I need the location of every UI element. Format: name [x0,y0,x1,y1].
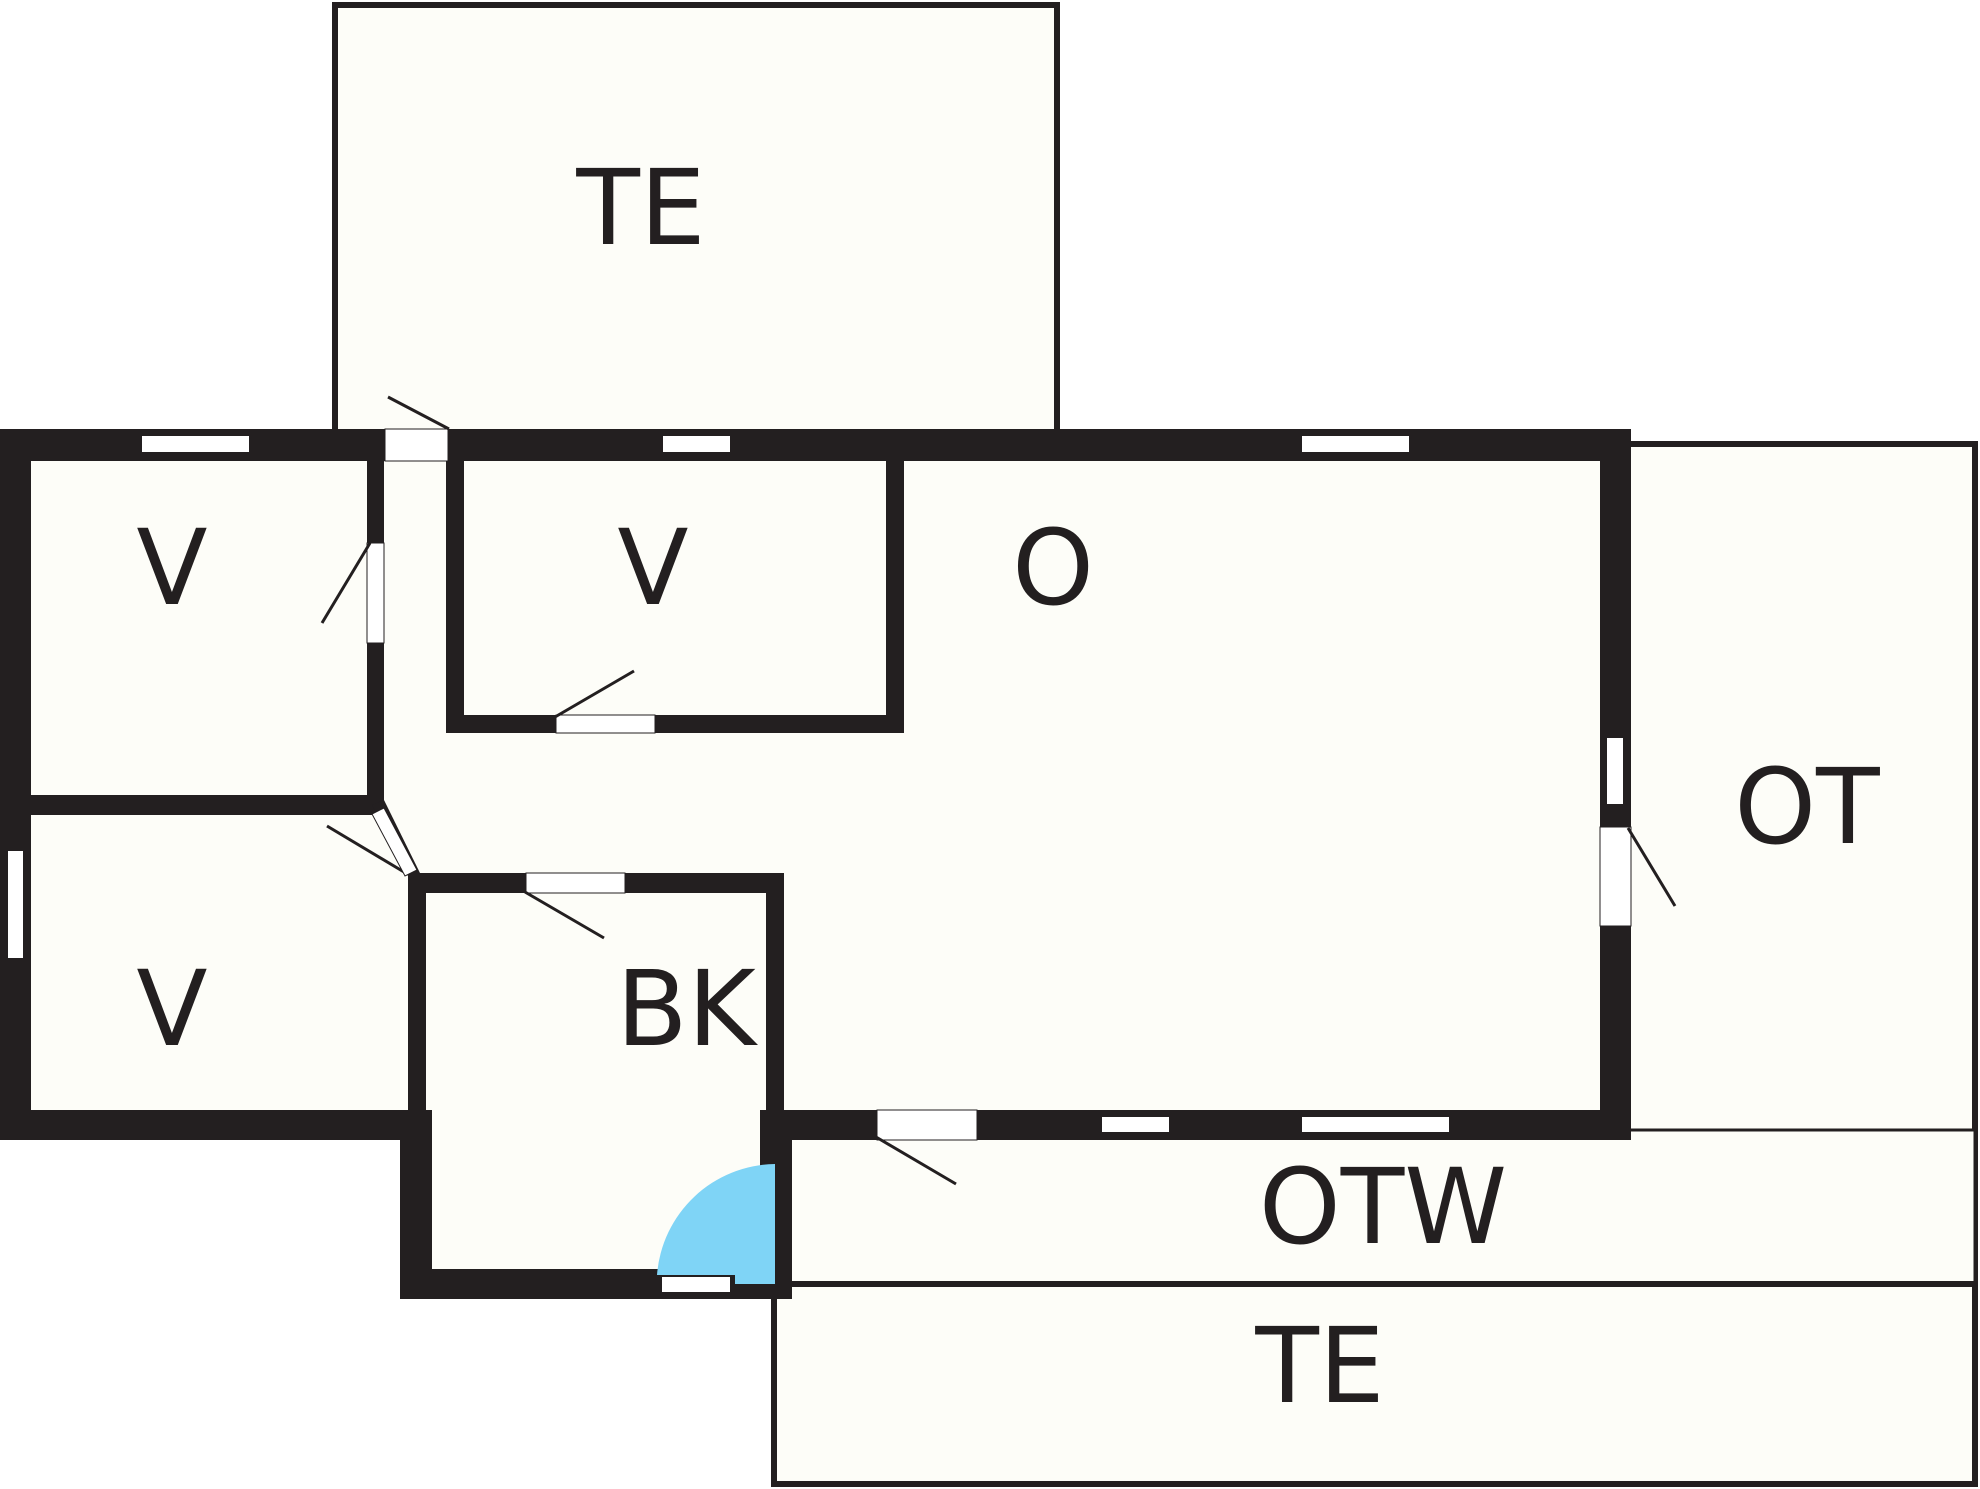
wall-top-main [448,429,1631,461]
label-bedroom-1: V [136,507,207,629]
door-gap-bedroom1 [366,542,385,644]
door-gap-bedroom2 [555,714,656,734]
door-swing-bedroom1 [320,542,372,624]
label-bathroom: BK [616,948,758,1070]
door-gap-bedroom3 [371,807,418,877]
wall-left [0,429,31,1140]
room-labels: TE V V O V BK OT OTW TE [136,147,1880,1427]
door-swings [320,395,1677,1186]
door-gap-terrace-top [384,428,449,462]
door-bedroom3-angled [371,807,418,877]
door-swing-bottom [875,1135,957,1186]
window-bedroom1-top [142,436,249,452]
label-terrace-bottom: TE [1254,1305,1384,1427]
wall-bath-left [400,1110,432,1299]
door-swing-bedroom3 [326,824,405,874]
wall-bath-inner-left [408,873,426,1113]
label-bedroom-2: V [617,507,688,629]
wall-bedroom2-bottom-right [655,715,904,733]
wall-bath-top-left [410,873,526,893]
terrace-bottom-area [771,1281,1978,1487]
terrace-top-area [332,2,1060,436]
window-bedroom2-top [663,436,730,452]
door-swing-right [1626,827,1677,907]
door-gap-bath [525,872,626,894]
wall-right-lower [1600,926,1631,1140]
door-openings [366,428,1632,1141]
wall-bath-inner-right [766,873,784,1110]
label-bedroom-3: V [136,948,207,1070]
window-bottom-2 [1302,1117,1449,1132]
door-gap-bottom [876,1109,978,1141]
window-bottom-1 [1102,1117,1169,1132]
wall-bedroom2-right [886,450,904,733]
window-left [8,851,23,958]
wall-bath-top-right [625,873,784,893]
wall-bedroom1-right-lower [367,643,384,809]
label-terrace-top: TE [575,147,705,269]
label-covered-terrace: OT [1734,746,1880,868]
window-right [1607,738,1623,804]
label-living: O [1012,507,1094,629]
wall-bedroom-divider [15,795,384,815]
wall-bedroom1-right-upper [367,450,384,543]
door-swing-terrace-top [387,395,450,431]
wall-bedroom2-left [446,450,464,733]
window-bath-bottom [662,1277,730,1292]
entrance-door [657,1164,775,1284]
door-gap-right [1599,826,1632,927]
label-covered-terrace-w: OTW [1259,1146,1507,1268]
wall-bedroom2-bottom-left [446,715,556,733]
door-swing-bedroom2 [554,669,635,719]
door-swing-bath [524,890,605,940]
window-living-top [1302,436,1409,452]
entrance-door-swing [657,1164,775,1284]
windows [8,436,1623,1292]
wall-bottom-left [0,1110,425,1140]
